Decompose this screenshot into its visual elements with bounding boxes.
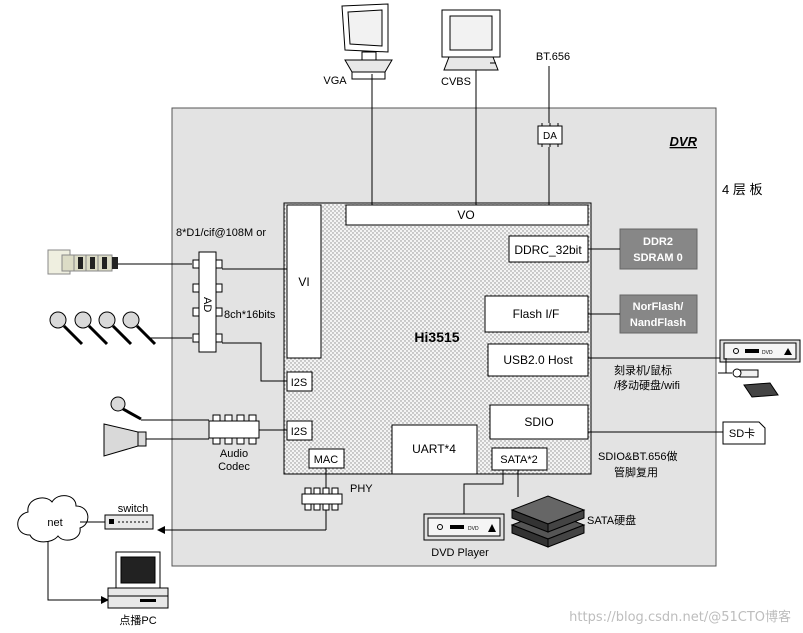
usb-devices-label-2: /移动硬盘/wifi (614, 378, 680, 392)
norflash-label: NorFlash/ (633, 301, 684, 313)
sdio-note-2: 管脚复用 (614, 465, 658, 479)
bt656-label: BT.656 (536, 51, 570, 63)
audio-codec-label-1: Audio (220, 448, 248, 460)
sd-card-icon (722, 421, 766, 445)
svg-text:DVD: DVD (762, 350, 773, 356)
usb-host-label: USB2.0 Host (503, 353, 573, 367)
cloud-to-pc-wire (47, 542, 109, 604)
mac-label: MAC (314, 454, 339, 466)
audio-spec-label: 8ch*16bits (224, 309, 276, 321)
vga-monitor-icon (341, 3, 393, 80)
vo-block (345, 204, 589, 226)
burner-drive-icon: DVD (719, 339, 801, 363)
sdio-label: SDIO (524, 415, 553, 429)
network-cloud-icon (17, 495, 89, 543)
ad-chip (198, 251, 217, 353)
vi-label: VI (298, 275, 309, 289)
cvbs-label: CVBS (441, 76, 471, 88)
sata-disk-label: SATA硬盘 (587, 513, 636, 527)
pc-label: 点播PC (119, 613, 156, 627)
phy-chip-pins (304, 487, 339, 511)
usb-host-block (487, 343, 589, 377)
chip-name: Hi3515 (414, 329, 459, 345)
dvd-player-icon: DVD (423, 513, 505, 541)
ddr2-label: DDR2 (643, 236, 673, 248)
uart-label: UART*4 (412, 442, 456, 456)
sd-card-label: SD卡 (729, 427, 755, 440)
da-label: DA (543, 131, 557, 142)
dvr-board-label: DVR (670, 134, 698, 149)
sata-harddisk-icon (510, 495, 586, 548)
vi-block (286, 204, 322, 359)
phy-chip (301, 493, 343, 505)
uart-block (391, 424, 478, 475)
watermark: https://blog.csdn.net/@51CTO博客 (569, 610, 791, 625)
camera-icon (47, 249, 118, 275)
switch-label: switch (118, 503, 149, 515)
pc-icon (107, 551, 169, 609)
audio-codec-label-2: Codec (218, 461, 250, 473)
network-switch-icon (104, 514, 154, 530)
nor-nand-flash-box (619, 294, 698, 334)
camera-spec-label: 8*D1/cif@108M or (176, 227, 266, 239)
sdio-block (489, 404, 589, 440)
sdio-note-1: SDIO&BT.656做 (598, 449, 677, 463)
speaker-mic-icon (103, 396, 147, 457)
ddrc-block (508, 235, 589, 263)
ad-chip-pins (192, 259, 223, 343)
phy-label: PHY (350, 483, 373, 495)
sdram-label: SDRAM 0 (633, 252, 683, 264)
dvd-player-label: DVD Player (431, 547, 489, 559)
sata-block (491, 447, 548, 471)
dvd-device-label: DVD (468, 526, 479, 532)
microphone-icon (49, 311, 157, 346)
layer-note: 4 层 板 (722, 182, 762, 197)
net-label: net (47, 517, 62, 529)
i2s-label-top: I2S (291, 377, 308, 389)
mouse-harddisk-icon (718, 368, 779, 398)
sata-label: SATA*2 (500, 454, 538, 466)
ad-to-i2s-wire (222, 342, 287, 382)
vo-label: VO (457, 208, 474, 222)
ddrc-label: DDRC_32bit (514, 243, 582, 257)
i2s-label-bottom: I2S (291, 426, 308, 438)
flash-if-label: Flash I/F (513, 307, 560, 321)
flash-if-block (484, 295, 589, 333)
audio-codec-chip (208, 420, 260, 439)
ad-label: AD (201, 297, 213, 312)
nandflash-label: NandFlash (630, 317, 687, 329)
cvbs-monitor-icon (441, 9, 501, 71)
vga-label: VGA (323, 75, 347, 87)
ddr2-sdram-box (619, 228, 698, 270)
da-chip-icon (537, 123, 563, 147)
usb-devices-label-1: 刻录机/鼠标 (614, 363, 672, 377)
audio-codec-pins (212, 414, 257, 445)
sata-to-dvd-wire (463, 470, 504, 514)
